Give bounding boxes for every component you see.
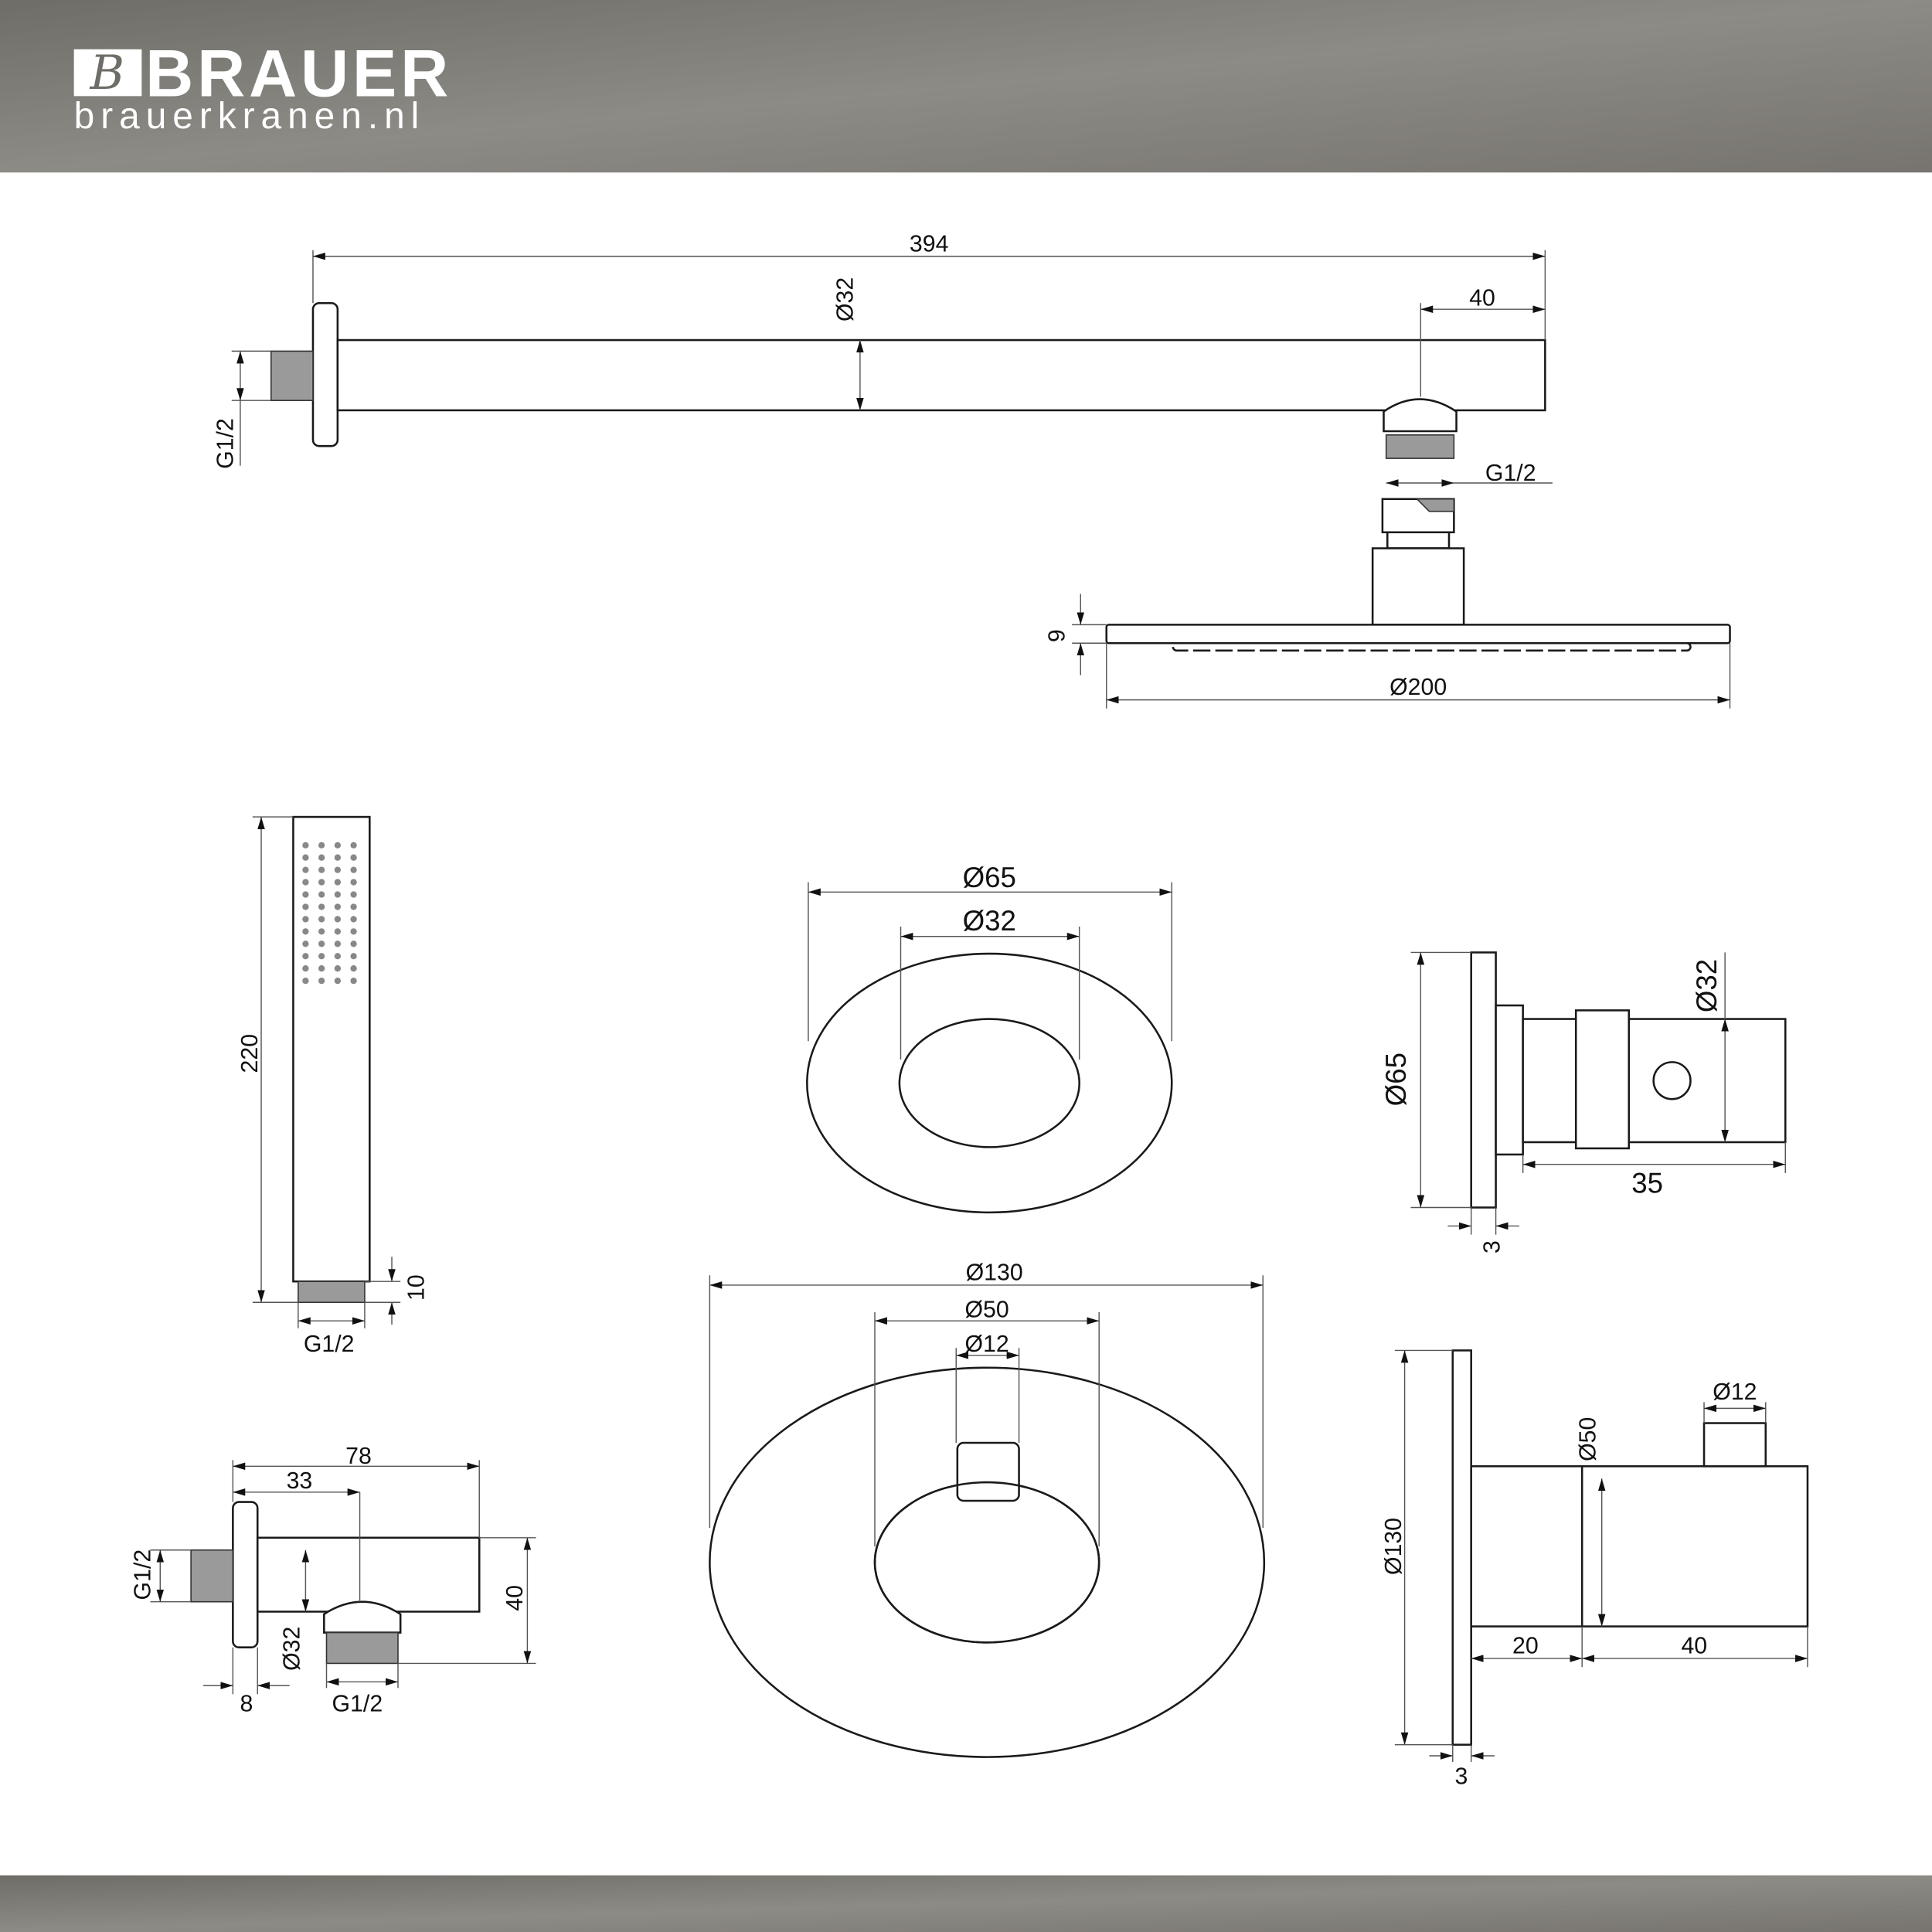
outlet-position-label: 33 [287, 1468, 313, 1494]
spray-nozzle-dot [318, 940, 325, 947]
spray-nozzle-dot [334, 965, 342, 972]
outlet-flange-label: 8 [240, 1692, 253, 1717]
spray-nozzle-dot [318, 965, 325, 972]
spray-nozzle-dot [302, 940, 309, 947]
spray-nozzle-dot [318, 953, 325, 960]
spray-nozzle-dot [334, 891, 342, 898]
spray-nozzle-dot [334, 928, 342, 935]
brand-logo: B BRAUER brauerkranen.nl [73, 36, 452, 137]
thermostat-side-lever-label: Ø12 [1713, 1379, 1757, 1405]
spray-nozzle-dot [334, 866, 342, 873]
spray-nozzle-dot [302, 903, 309, 910]
hand-shower-drawing: 220 10 G1/2 [237, 815, 429, 1357]
spray-nozzle-dot [350, 879, 357, 886]
stop-valve-front-drawing: Ø65 Ø32 [806, 862, 1173, 1214]
spray-nozzle-dot [350, 891, 357, 898]
thermostat-depth2-label: 40 [1681, 1634, 1707, 1659]
hand-shower-thread-label: G1/2 [304, 1332, 355, 1357]
spray-nozzle-dot [334, 953, 342, 960]
outlet-diameter-label: Ø32 [279, 1627, 304, 1671]
spray-nozzle-dot [302, 953, 309, 960]
thermostat-outer-label: Ø130 [966, 1260, 1023, 1286]
spray-nozzle-dot [350, 940, 357, 947]
thermostat-knob-label: Ø50 [964, 1297, 1009, 1322]
rosette-outer-label: Ø65 [963, 862, 1016, 893]
hand-shower-length-label: 220 [237, 1034, 263, 1073]
spray-nozzle-dot [334, 879, 342, 886]
spray-nozzle-dot [302, 928, 309, 935]
spray-nozzle-dot [350, 965, 357, 972]
spray-nozzle-dot [302, 891, 309, 898]
rosette-side-outer-label: Ø65 [1380, 1053, 1412, 1106]
thermostat-flange-label: 3 [1455, 1764, 1468, 1790]
brand-name: BRAUER [145, 36, 452, 111]
nozzle-row [1172, 641, 1692, 652]
spray-nozzle-dot [318, 928, 325, 935]
spray-nozzle-dot [334, 916, 342, 923]
spray-nozzle-dot [334, 854, 342, 861]
spray-nozzle-dot [302, 842, 309, 849]
arm-offset-label: 40 [1469, 285, 1495, 311]
spray-nozzle-dot [318, 854, 325, 861]
spray-nozzle-grid [302, 842, 357, 985]
header-banner [0, 0, 1932, 173]
logo-mark-letter: B [89, 46, 124, 100]
spray-nozzle-dot [350, 953, 357, 960]
spray-nozzle-dot [302, 854, 309, 861]
thermostat-side-drawing: Ø12 Ø50 Ø130 20 40 3 [1381, 1349, 1809, 1790]
logo-mark-icon [73, 49, 142, 97]
outlet-thread-label: G1/2 [332, 1692, 383, 1717]
spray-nozzle-dot [318, 866, 325, 873]
spray-nozzle-dot [350, 854, 357, 861]
brand-url: brauerkranen.nl [74, 96, 426, 137]
thermostat-depth1-label: 20 [1512, 1634, 1539, 1659]
outlet-length-label: 78 [345, 1444, 372, 1469]
shower-arm-drawing: 394 Ø32 40 G1/2 G1/2 9 Ø200 [213, 231, 1731, 709]
spray-nozzle-dot [334, 903, 342, 910]
footer-banner [0, 1875, 1932, 1932]
rosette-side-flange-label: 3 [1479, 1240, 1505, 1253]
thermostat-lever-label: Ø12 [964, 1332, 1009, 1357]
outlet-inlet-thread-label: G1/2 [131, 1549, 156, 1600]
spray-nozzle-dot [350, 928, 357, 935]
spray-nozzle-dot [350, 842, 357, 849]
spray-nozzle-dot [350, 916, 357, 923]
head-diameter-label: Ø200 [1389, 675, 1447, 700]
arm-diameter-label: Ø32 [832, 277, 858, 321]
spray-nozzle-dot [350, 866, 357, 873]
spray-nozzle-dot [350, 977, 357, 985]
spray-nozzle-dot [302, 866, 309, 873]
spray-nozzle-dot [334, 940, 342, 947]
spray-nozzle-dot [350, 903, 357, 910]
spray-nozzle-dot [302, 879, 309, 886]
stop-valve-side-drawing: Ø65 Ø32 35 3 [1380, 951, 1787, 1253]
outlet-height-label: 40 [502, 1585, 528, 1611]
spray-nozzle-dot [318, 903, 325, 910]
wall-outlet-drawing: 78 33 G1/2 40 Ø32 8 G1/2 [131, 1444, 536, 1717]
rosette-side-depth-label: 35 [1631, 1167, 1663, 1199]
arm-length-label: 394 [910, 231, 949, 257]
spray-nozzle-dot [302, 977, 309, 985]
arm-outlet-thread-label: G1/2 [1485, 461, 1536, 486]
thermostat-side-knob-label: Ø50 [1576, 1417, 1601, 1461]
arm-wall-thread-label: G1/2 [213, 418, 238, 469]
rosette-side-body-label: Ø32 [1691, 959, 1723, 1012]
spray-nozzle-dot [334, 842, 342, 849]
spray-nozzle-dot [302, 965, 309, 972]
spray-nozzle-dot [302, 916, 309, 923]
head-thickness-label: 9 [1045, 629, 1070, 642]
hand-shower-thread-length-label: 10 [403, 1274, 429, 1301]
thermostat-side-outer-label: Ø130 [1381, 1518, 1406, 1575]
thermostat-front-drawing: Ø130 Ø50 Ø12 [709, 1260, 1266, 1758]
spray-nozzle-dot [318, 879, 325, 886]
rosette-inner-label: Ø32 [963, 905, 1016, 937]
spray-nozzle-dot [318, 891, 325, 898]
spray-nozzle-dot [334, 977, 342, 985]
spray-nozzle-dot [318, 916, 325, 923]
spray-nozzle-dot [318, 842, 325, 849]
spray-nozzle-dot [318, 977, 325, 985]
